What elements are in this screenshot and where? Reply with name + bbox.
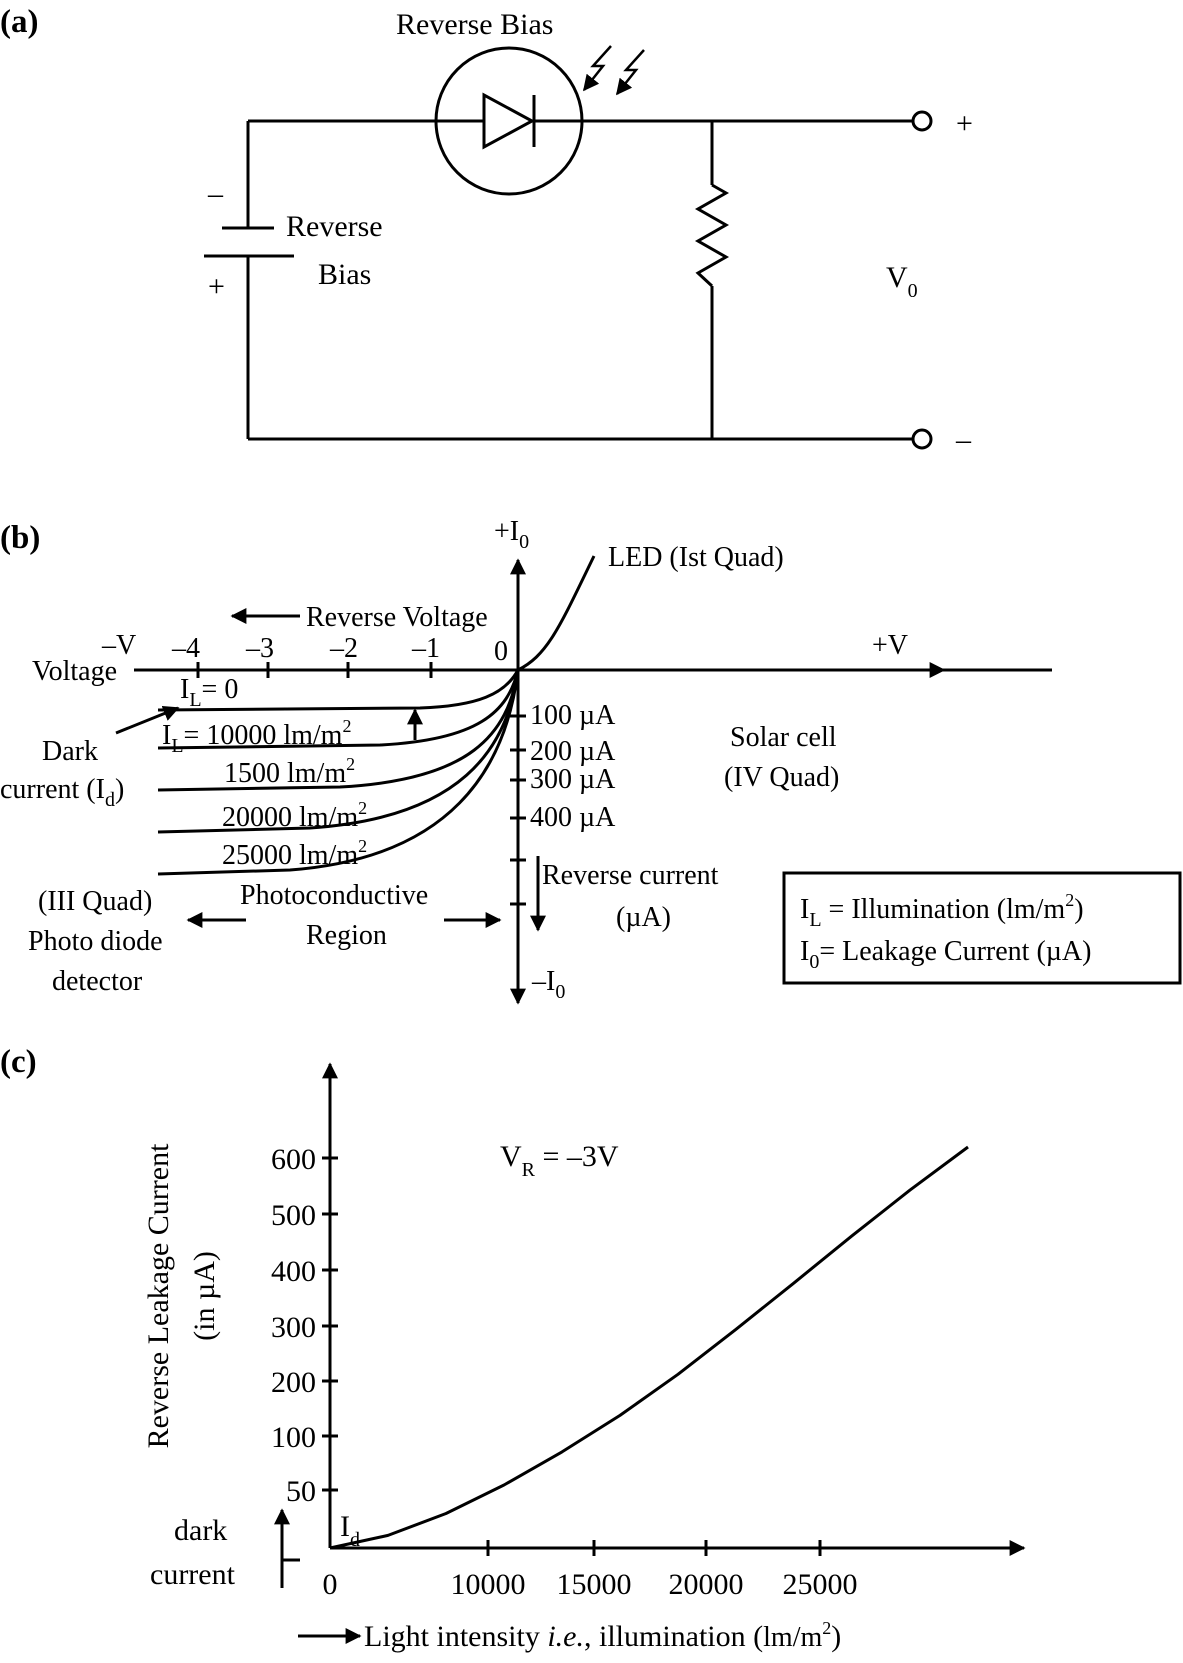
iv-current-ticks [510, 714, 526, 906]
output-minus-sign: – [955, 423, 972, 456]
il-zero-label: IL= 0 [180, 674, 238, 711]
x-tick-label: 0 [323, 1568, 338, 1601]
curve-label-20000: 20000 lm/m2 [222, 798, 367, 833]
quad3-line1: (III Quad) [38, 886, 152, 917]
curve-dark-current [157, 669, 520, 712]
chart-id-label: Id [340, 1510, 360, 1551]
reverse-current-line2: (µA) [616, 902, 671, 933]
current-tick-400: 400 µA [530, 802, 616, 833]
legend-illumination: IL = Illumination (lm/m2) [800, 890, 1084, 931]
iv-voltage-ticks [196, 662, 433, 678]
chart-dark-line2: current [150, 1558, 236, 1591]
output-voltage-label: V0 [886, 261, 918, 302]
photoconductive-line1: Photoconductive [240, 880, 428, 911]
current-tick-100: 100 µA [530, 700, 616, 731]
iv-y-top-label: +I0 [494, 516, 529, 553]
photoconductive-line2: Region [306, 920, 387, 951]
v-tick-minus3: –3 [245, 633, 274, 664]
iv-x-positive-label: +V [872, 630, 908, 661]
battery-label-line2: Bias [318, 258, 371, 291]
battery-label-line1: Reverse [286, 210, 383, 243]
led-label: LED (Ist Quad) [608, 542, 784, 573]
iv-y-bottom-label: –I0 [531, 966, 565, 1003]
dark-current-arrow [115, 705, 180, 735]
dark-label-line2: current (Id) [0, 774, 124, 811]
photodiode-symbol [434, 46, 584, 196]
diode-label: Reverse Bias [396, 8, 553, 41]
chart-y-ticks: 50 100 200 300 400 500 600 [271, 1143, 338, 1508]
solar-cell-line2: (IV Quad) [724, 762, 839, 793]
chart-x-ticks: 0 10000 15000 20000 25000 [323, 1540, 858, 1601]
chart-series [329, 1145, 969, 1550]
led-curve [517, 555, 596, 672]
v-tick-minus2: –2 [329, 633, 358, 664]
chart-dark-line1: dark [174, 1514, 227, 1547]
output-terminal-plus [911, 110, 933, 132]
battery-symbol [204, 226, 294, 258]
y-tick-label: 100 [271, 1421, 316, 1454]
solar-cell-line1: Solar cell [730, 722, 837, 753]
reverse-voltage-label: Reverse Voltage [306, 602, 488, 633]
panel-label-a: (a) [0, 4, 38, 40]
curve-label-1500: 1500 lm/m2 [224, 754, 355, 789]
battery-minus-sign: – [207, 177, 224, 210]
chart-xlabel: Light intensity i.e., illumination (lm/m… [364, 1618, 841, 1653]
current-tick-300: 300 µA [530, 764, 616, 795]
leakage-current-line [329, 1145, 969, 1550]
x-tick-label: 15000 [557, 1568, 632, 1601]
chart-ylabel-line1: Reverse Leakage Current [142, 1143, 175, 1449]
curve-label-10000: IL= 10000 lm/m2 [162, 716, 351, 757]
quad3-line2: Photo diode [28, 926, 163, 957]
light-arrows-icon [583, 45, 645, 96]
output-plus-sign: + [956, 107, 973, 140]
y-tick-label: 300 [271, 1311, 316, 1344]
circuit-wires [246, 119, 913, 441]
x-tick-label: 25000 [783, 1568, 858, 1601]
x-tick-label: 20000 [669, 1568, 744, 1601]
iv-panel: (b) –4 –3 –2 –1 0 –V +V Voltage Reverse … [0, 516, 1182, 1005]
curve-10000 [157, 669, 520, 750]
curve-25000 [157, 669, 520, 876]
legend-leakage: I0= Leakage Current (µA) [800, 936, 1091, 973]
resistor-symbol [694, 183, 730, 288]
v-tick-minus1: –1 [411, 633, 440, 664]
quad3-line3: detector [52, 966, 143, 997]
y-tick-label: 500 [271, 1199, 316, 1232]
iv-legend: IL = Illumination (lm/m2) I0= Leakage Cu… [782, 871, 1182, 985]
circuit-panel: (a) – + Reverse Bias [0, 4, 973, 456]
y-tick-label: 400 [271, 1255, 316, 1288]
battery-plus-sign: + [208, 270, 225, 303]
chart-title: VR = –3V [500, 1140, 619, 1181]
y-tick-label: 600 [271, 1143, 316, 1176]
panel-label-c: (c) [0, 1044, 37, 1080]
curve-label-25000: 25000 lm/m2 [222, 836, 367, 871]
current-tick-200: 200 µA [530, 736, 616, 767]
y-tick-label: 200 [271, 1366, 316, 1399]
iv-curves [157, 669, 520, 876]
chart-ylabel-line2: (in µA) [188, 1251, 221, 1341]
output-terminal-minus [911, 428, 933, 450]
v-tick-zero: 0 [494, 636, 508, 667]
reverse-current-line1: Reverse current [542, 860, 719, 891]
iv-voltage-label: Voltage [32, 656, 117, 687]
leakage-chart: (c) 50 100 200 300 400 500 600 0 10000 15000 2000… [0, 1044, 1026, 1653]
y-tick-label: 50 [286, 1475, 316, 1508]
v-tick-minus4: –4 [171, 633, 200, 664]
dark-label-line1: Dark [42, 736, 98, 767]
iv-x-negative-label: –V [101, 630, 136, 661]
panel-label-b: (b) [0, 520, 40, 556]
x-tick-label: 10000 [451, 1568, 526, 1601]
